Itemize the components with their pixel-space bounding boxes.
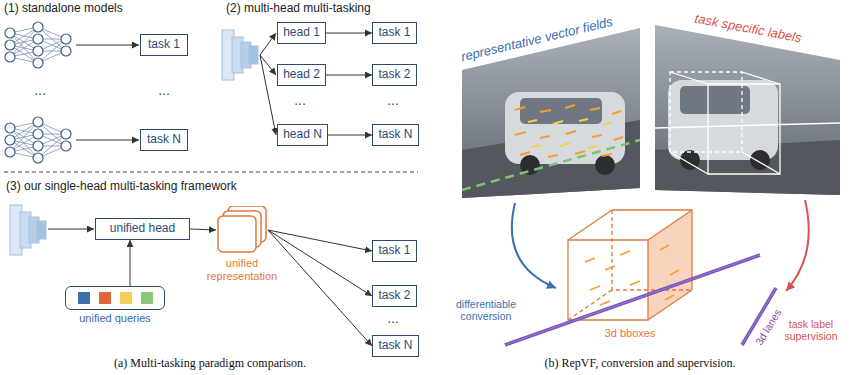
task-box: task 2: [372, 285, 417, 307]
car-wheel: [595, 155, 615, 175]
head-box: head 2: [277, 64, 326, 86]
conversion-arrow: [512, 203, 556, 288]
task-box: task 1: [140, 34, 188, 56]
head-box: head 1: [277, 22, 326, 44]
task-box: task 1: [372, 22, 417, 44]
lane-vectors: [462, 140, 640, 190]
ellipsis: ...: [158, 82, 170, 98]
connector-arrow: [190, 229, 216, 230]
box-label: task 1: [148, 38, 180, 52]
lane-label: [655, 123, 840, 128]
box-edge: [612, 210, 692, 290]
camera-image: [655, 25, 840, 195]
box-label: head 1: [283, 26, 320, 40]
box-label: task 2: [378, 289, 410, 303]
node-heading: unified representation: [202, 257, 282, 282]
task-box: task N: [140, 129, 188, 151]
connector-arrow: [130, 240, 131, 286]
representation-sheet: [218, 216, 256, 252]
query-group: unified queries: [65, 286, 165, 310]
caption: (a) Multi-tasking paradigm comparison.: [114, 357, 306, 371]
box-vectors: [585, 245, 679, 305]
ellipsis: ...: [387, 92, 399, 108]
unified-head-box: unified head: [95, 218, 190, 240]
box-vectors: [515, 105, 623, 157]
query-square: [120, 292, 132, 304]
image-ground: [655, 25, 840, 195]
connector-arrow: [268, 230, 372, 296]
representation-stack: unified representation: [216, 206, 268, 254]
connector-arrow: [328, 135, 372, 136]
query-square: [141, 292, 153, 304]
ellipsis: ...: [294, 92, 306, 108]
box-edge: [670, 72, 780, 174]
task-box: task N: [372, 124, 419, 146]
box-edge: [568, 210, 692, 320]
backbone-icon: [10, 205, 46, 255]
annotation: 3d bboxes: [605, 327, 656, 340]
box-label: task N: [147, 133, 181, 147]
panel-title: (2) multi-head multi-tasking: [226, 2, 371, 16]
annotation: task label supervision: [780, 318, 842, 342]
box-vectors: [528, 119, 612, 148]
annotation: differentiable conversion: [448, 298, 524, 322]
connector-arrow: [326, 33, 372, 34]
box-label: task 1: [378, 244, 410, 258]
panel-title: (3) our single-head multi-tasking framew…: [6, 180, 237, 194]
connector-arrow: [326, 75, 372, 76]
model-arrow: [76, 45, 139, 46]
box-edge: [612, 210, 692, 290]
query-square: [78, 292, 90, 304]
box-label: task N: [378, 339, 412, 353]
task-box: task N: [372, 335, 419, 357]
box-label: unified head: [110, 222, 175, 236]
backbone-icon: [222, 30, 258, 80]
network-icon: [5, 117, 71, 163]
lane-3d: [505, 255, 760, 345]
box-edge: [708, 84, 780, 174]
box-label: head 2: [283, 68, 320, 82]
box-label: task 1: [378, 26, 410, 40]
box-label: head N: [283, 128, 322, 142]
car-window: [680, 86, 750, 114]
box-face: [648, 210, 692, 320]
representation-icon: [216, 206, 268, 254]
backbone-arrow: [260, 33, 276, 55]
ellipsis: ...: [387, 310, 399, 326]
box-label: task 2: [378, 68, 410, 82]
separator: [4, 172, 418, 173]
bbox-3d: [568, 210, 692, 320]
lane-3d: [505, 255, 760, 345]
box-label: [670, 72, 780, 174]
head-box: head N: [277, 124, 328, 146]
annotation: 3d lanes: [753, 307, 784, 347]
car-body: [505, 92, 625, 164]
query-square: [99, 292, 111, 304]
node-heading: unified queries: [79, 312, 151, 325]
backbone-arrow: [260, 55, 276, 135]
supervision-arrow: [786, 200, 809, 291]
ellipsis: ...: [34, 82, 46, 98]
car-body: [668, 80, 778, 160]
panel-title: (1) standalone models: [4, 2, 123, 16]
task-box: task 2: [372, 64, 417, 86]
network-icon: [5, 22, 71, 68]
backbone-arrow: [48, 229, 94, 230]
connector-arrow: [268, 230, 372, 346]
model-arrow: [76, 140, 139, 141]
box-label: task N: [378, 128, 412, 142]
task-box: task 1: [372, 240, 417, 262]
caption: (b) RepVF, conversion and supervision.: [544, 357, 735, 371]
